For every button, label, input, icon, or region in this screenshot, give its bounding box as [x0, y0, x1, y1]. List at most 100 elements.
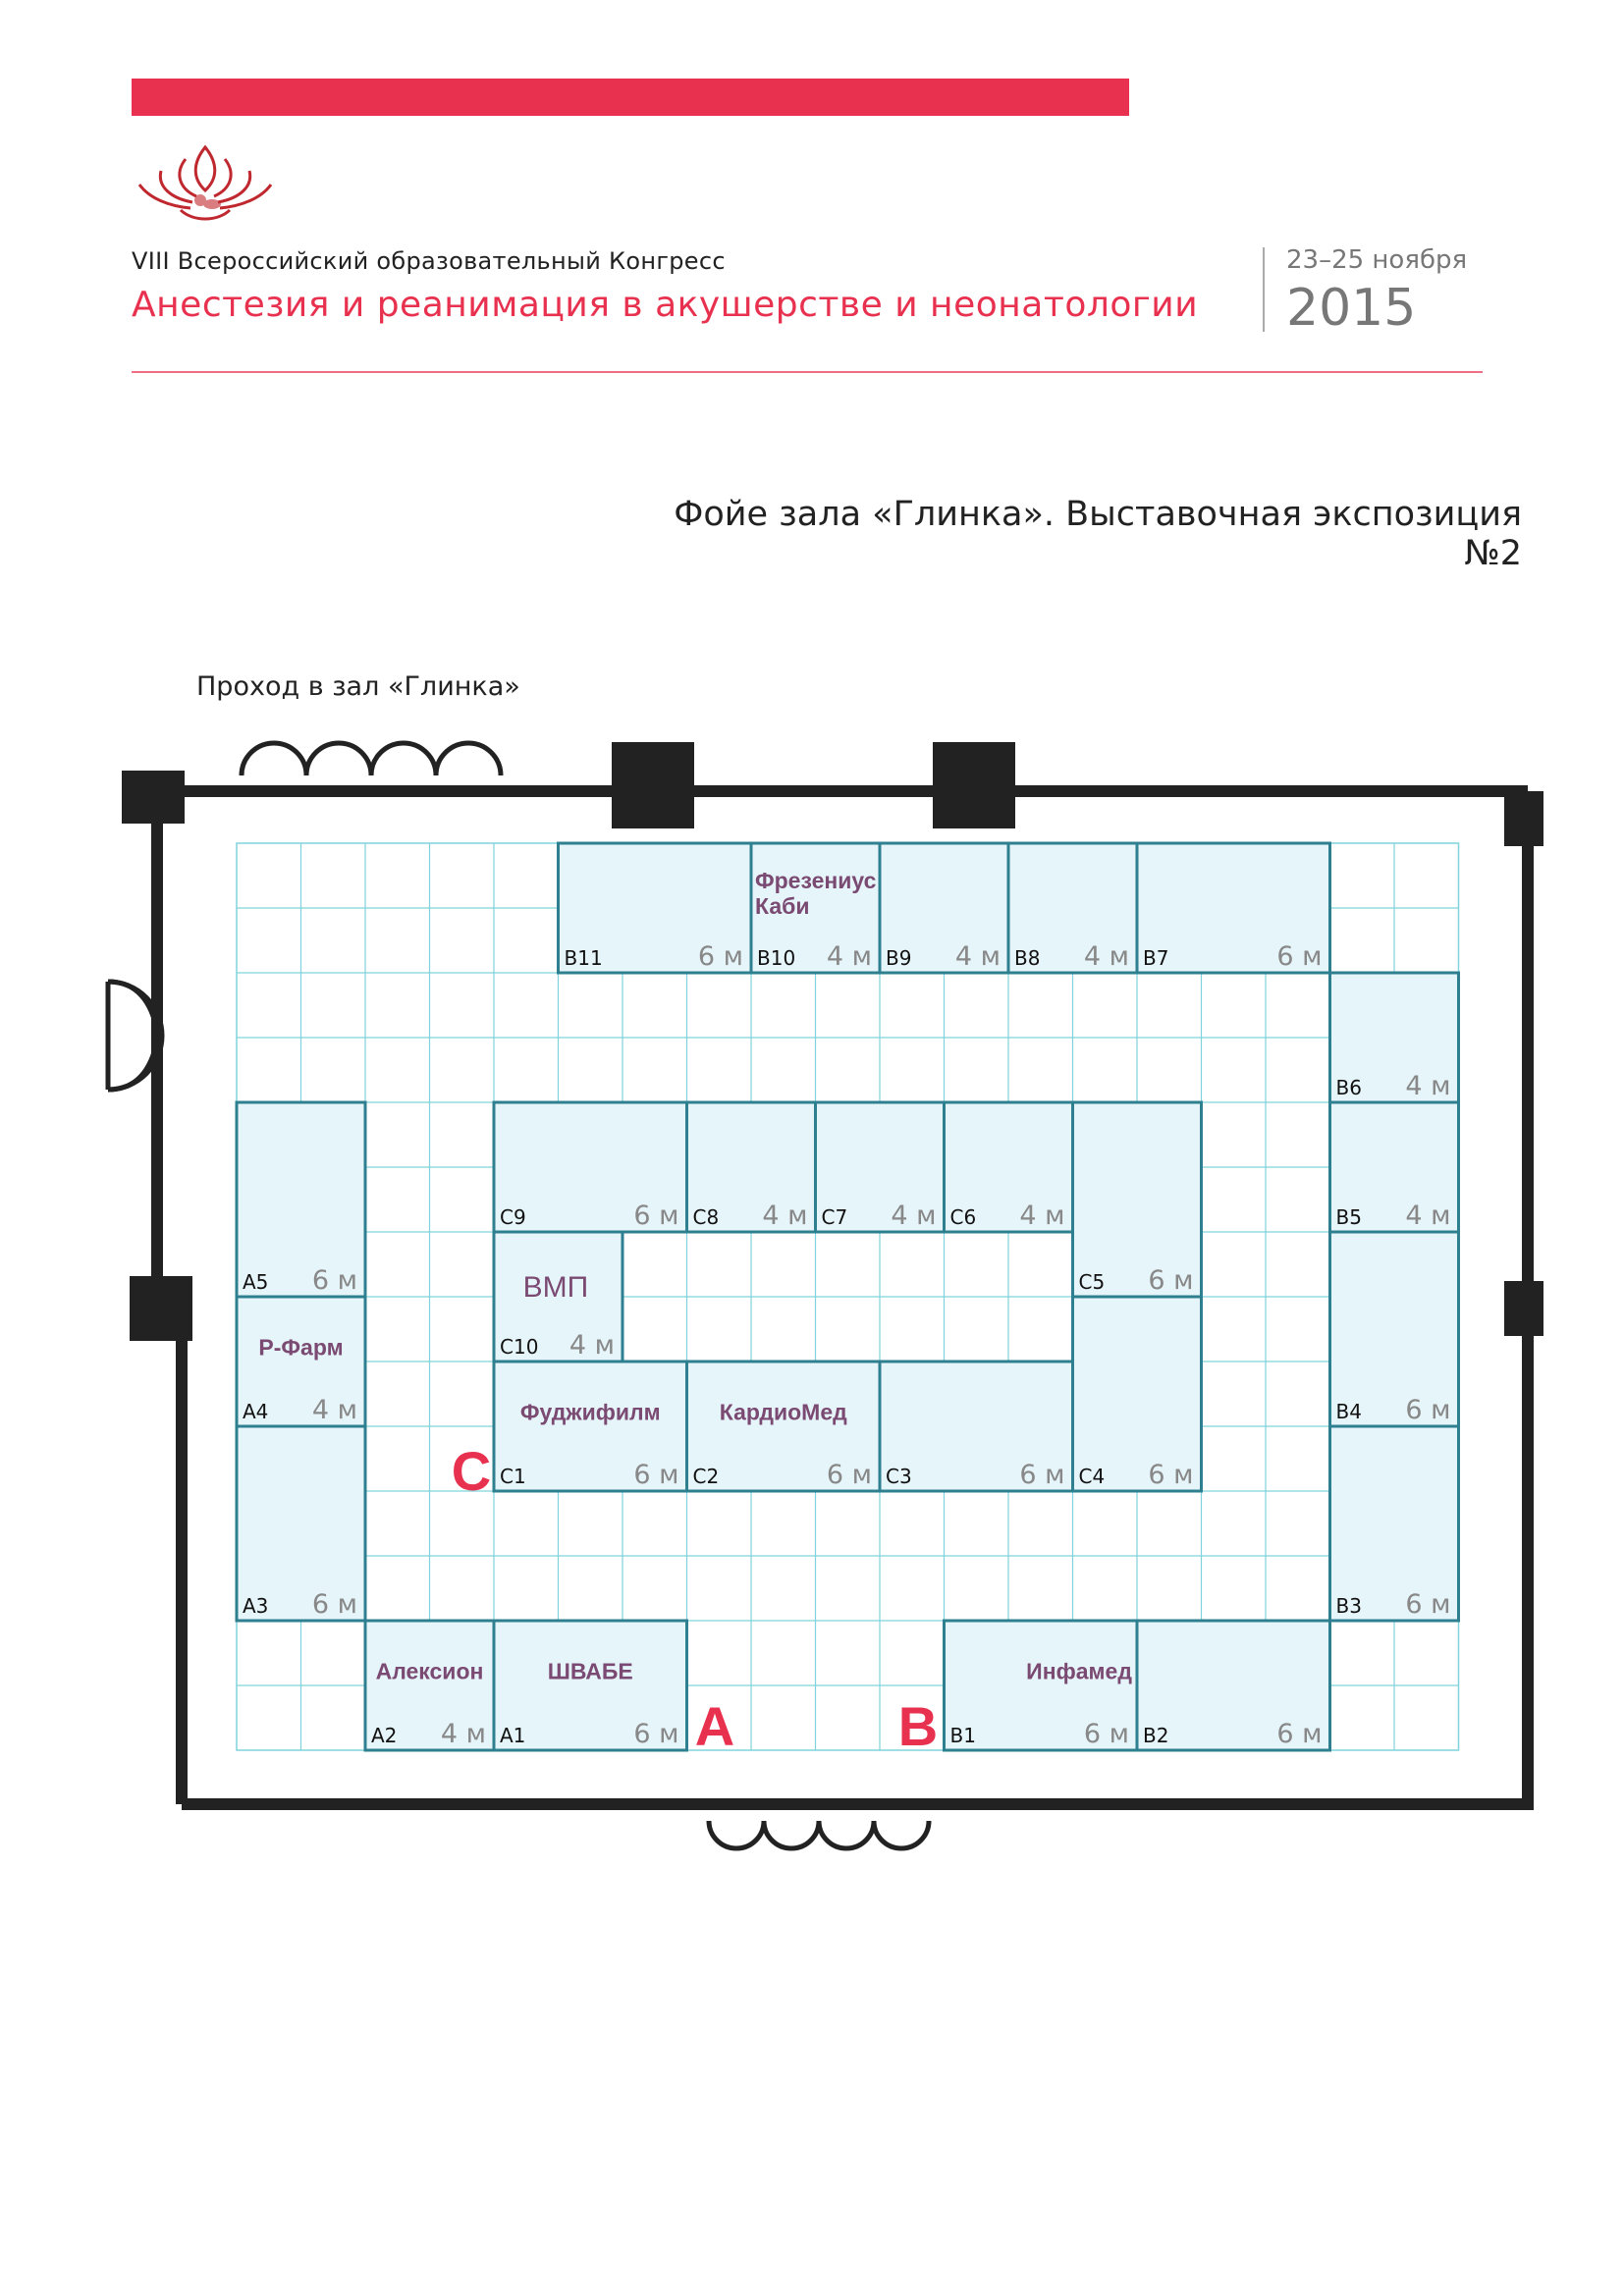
booth-size: 6 м — [1405, 1589, 1450, 1620]
booth-c6: C6 4 м — [943, 1100, 1074, 1234]
lotus-logo-icon — [137, 144, 273, 221]
booth-size: 6 м — [1084, 1719, 1129, 1749]
zone-label-c: C — [452, 1440, 491, 1502]
booth-outline — [235, 1100, 367, 1299]
booth-id: B1 — [950, 1724, 976, 1747]
booth-id: A1 — [500, 1724, 525, 1747]
booth-size: 6 м — [1276, 1719, 1322, 1749]
booth-id: C9 — [500, 1205, 526, 1229]
zone-label-a: A — [695, 1695, 734, 1757]
booth-b5: B5 4 м — [1328, 1100, 1460, 1234]
door-top-glinka — [303, 740, 374, 776]
header-accent-bar — [132, 79, 1129, 116]
booth-company: ШВАБЕ — [548, 1658, 633, 1683]
booth-size: 6 м — [633, 1201, 678, 1231]
booth-size: 6 м — [698, 941, 743, 972]
pillar — [130, 1276, 192, 1341]
booth-company: Фуджифилм — [520, 1399, 661, 1424]
booth-size: 4 м — [312, 1395, 357, 1425]
pillar — [612, 742, 694, 828]
booth-size: 6 м — [312, 1265, 357, 1296]
booth-company: КардиоМед — [720, 1399, 847, 1424]
booth-size: 6 м — [312, 1589, 357, 1620]
booth-id: B4 — [1336, 1400, 1362, 1423]
booth-outline — [492, 1360, 688, 1493]
booth-size: 4 м — [891, 1201, 936, 1231]
door-bottom — [816, 1820, 877, 1851]
booth-id: C7 — [822, 1205, 848, 1229]
booth-id: B11 — [565, 946, 603, 970]
door-top-glinka — [433, 740, 504, 776]
booth-size: 4 м — [441, 1719, 486, 1749]
booth-size: 6 м — [1405, 1395, 1450, 1425]
booth-company: Алексион — [376, 1658, 484, 1683]
booth-outline — [1328, 1424, 1460, 1623]
pillar — [1504, 1281, 1543, 1336]
door-bottom — [706, 1820, 767, 1851]
booth-b3: B3 6 м — [1328, 1424, 1460, 1623]
booth-size: 4 м — [569, 1330, 615, 1361]
booth-b4: B4 6 м — [1328, 1230, 1460, 1428]
booth-id: B5 — [1336, 1205, 1362, 1229]
booth-outline — [749, 841, 882, 975]
booth-c8: C8 4 м — [685, 1100, 817, 1234]
booth-c9: C9 6 м — [492, 1100, 688, 1234]
hall-walls — [105, 740, 1543, 1851]
booth-id: C2 — [693, 1465, 720, 1488]
booth-outline — [235, 1295, 367, 1428]
page-title: Фойе зала «Глинка». Выставочная экспозиц… — [674, 495, 1522, 573]
booth-id: B3 — [1336, 1594, 1362, 1618]
booth-outline — [557, 841, 753, 975]
congress-subtitle: VIII Всероссийский образовательный Конгр… — [132, 247, 726, 275]
booth-company: Р-Фарм — [258, 1334, 343, 1360]
booth-outline — [363, 1619, 496, 1752]
booth-size: 4 м — [1019, 1201, 1064, 1231]
booth-outline — [943, 1100, 1074, 1234]
booth-id: C10 — [500, 1335, 538, 1359]
booth-outline — [235, 1424, 367, 1623]
booth-id: B2 — [1143, 1724, 1168, 1747]
booth-b1: B1 6 м Инфамед — [943, 1619, 1139, 1752]
booth-id: C1 — [500, 1465, 526, 1488]
booth-id: C8 — [693, 1205, 720, 1229]
door-left — [107, 979, 160, 1093]
booth-size: 4 м — [1405, 1201, 1450, 1231]
door-bottom — [871, 1820, 932, 1851]
booth-outline — [1328, 1230, 1460, 1428]
floor-grid — [236, 842, 1460, 1751]
congress-title: Анестезия и реанимация в акушерстве и не… — [132, 285, 1199, 325]
booth-outline — [685, 1360, 882, 1493]
booth-id: B6 — [1336, 1076, 1362, 1099]
booth-size: 6 м — [1019, 1460, 1064, 1490]
booth-size: 6 м — [1276, 941, 1322, 972]
door-top-glinka — [239, 740, 309, 776]
booth-outline — [1135, 1619, 1331, 1752]
booth-size: 4 м — [762, 1201, 807, 1231]
booth-size: 6 м — [1148, 1265, 1193, 1296]
booth-company: Инфамед — [1026, 1658, 1132, 1683]
header-divider — [1263, 247, 1265, 332]
booth-size: 4 м — [955, 941, 1001, 972]
event-dates: 23–25 ноября — [1286, 245, 1468, 275]
booth-id: C6 — [950, 1205, 977, 1229]
booth-size: 6 м — [633, 1460, 678, 1490]
booth-outline — [1071, 1100, 1203, 1299]
door-top-glinka — [368, 740, 439, 776]
